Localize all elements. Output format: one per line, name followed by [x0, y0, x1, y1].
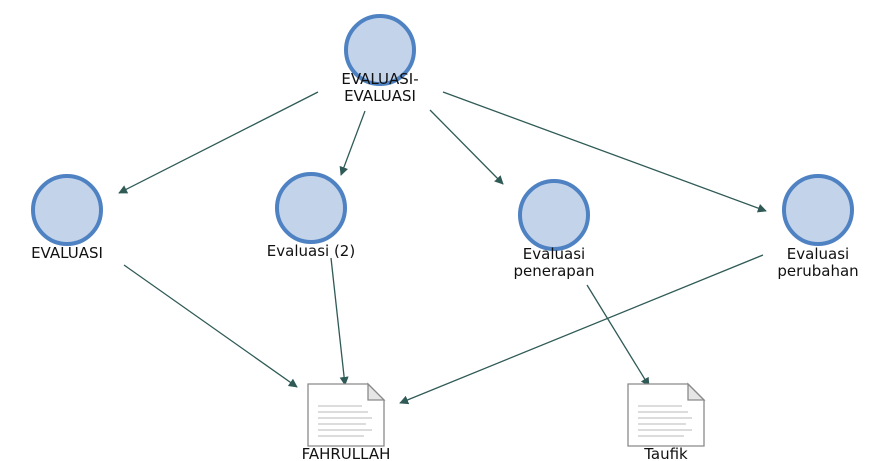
topic-circle-icon[interactable]: [518, 179, 590, 251]
topic-circle-icon[interactable]: [782, 174, 854, 246]
edge-evaluasi-evaluasi-to-evaluasi-penerapan: [429, 109, 504, 185]
node-label: Taufik: [643, 445, 688, 461]
node-label: perubahan: [777, 262, 858, 280]
node-label: Evaluasi: [787, 245, 849, 263]
node-label: penerapan: [513, 262, 594, 280]
topic-circle-icon[interactable]: [31, 174, 103, 246]
topic-circle-icon[interactable]: [344, 14, 416, 86]
edge-evaluasi-penerapan-to-taufik: [586, 284, 650, 387]
node-label: Evaluasi (2): [267, 242, 355, 260]
edge-evaluasi-evaluasi-to-evaluasi-perubahan: [442, 91, 767, 213]
edges-layer: [118, 91, 767, 405]
node-label: FAHRULLAH: [302, 445, 391, 461]
node-evaluasi-2[interactable]: Evaluasi (2): [267, 172, 355, 260]
edge-evaluasi-evaluasi-to-evaluasi: [118, 91, 319, 194]
node-label: EVALUASI: [344, 87, 416, 105]
node-label: Evaluasi: [523, 245, 585, 263]
edge-evaluasi-perubahan-to-fahrullah: [399, 254, 764, 405]
edge-evaluasi-2-to-fahrullah: [330, 257, 349, 386]
document-icon[interactable]: [627, 382, 706, 447]
node-fahrullah[interactable]: FAHRULLAH: [302, 382, 391, 461]
node-evaluasi[interactable]: EVALUASI: [31, 174, 103, 262]
edge-evaluasi-evaluasi-to-evaluasi-2: [339, 110, 366, 176]
node-label: EVALUASI: [31, 244, 103, 262]
node-taufik[interactable]: Taufik: [627, 382, 706, 461]
node-evaluasi-evaluasi[interactable]: EVALUASI-EVALUASI: [341, 14, 419, 105]
document-icon[interactable]: [307, 382, 386, 447]
node-label: EVALUASI-: [341, 70, 418, 88]
edge-evaluasi-to-fahrullah: [123, 264, 298, 388]
topic-circle-icon[interactable]: [275, 172, 347, 244]
